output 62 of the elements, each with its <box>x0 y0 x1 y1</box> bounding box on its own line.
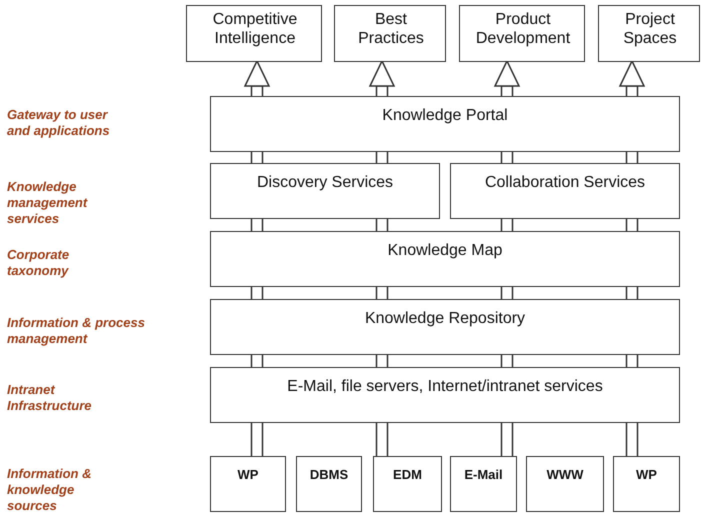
pipe-connector <box>376 421 388 458</box>
source-label: WWW <box>546 466 584 483</box>
layer-caption: Information & process management <box>7 315 146 347</box>
source-box <box>296 456 362 512</box>
layer-caption: Knowledge management services <box>7 179 89 227</box>
pipe-connector <box>376 353 388 369</box>
layer-box <box>210 299 680 355</box>
source-box <box>613 456 680 512</box>
pipe-connector <box>626 421 638 458</box>
box-label: Project Spaces <box>622 10 678 48</box>
layer-box <box>210 367 680 423</box>
layer-caption: Corporate taxonomy <box>7 247 70 279</box>
layer-box <box>210 231 680 287</box>
source-label: WP <box>236 466 260 483</box>
source-box <box>526 456 604 512</box>
pipe-connector <box>250 353 264 369</box>
layer-caption: Gateway to user and applications <box>7 107 111 139</box>
pipe-connector <box>250 217 264 233</box>
pipe-connector <box>376 285 388 301</box>
layer-box <box>210 96 680 152</box>
pipe-connector <box>500 217 514 233</box>
layer-caption: Information & knowledge sources <box>7 466 92 514</box>
target-box <box>186 5 322 62</box>
source-box <box>450 456 517 512</box>
pipe-connector <box>376 150 388 165</box>
block-arrow <box>369 60 395 98</box>
pipe-connector <box>376 217 388 233</box>
target-box <box>598 5 700 62</box>
pipe-connector <box>500 150 514 165</box>
pipe-connector <box>626 353 638 369</box>
source-box <box>210 456 286 512</box>
pipe-connector <box>626 217 638 233</box>
layer-label: Knowledge Repository <box>364 309 526 328</box>
pipe-connector <box>250 421 264 458</box>
layer-label: Collaboration Services <box>484 173 646 192</box>
source-box <box>373 456 442 512</box>
layer-label: Knowledge Portal <box>381 106 509 125</box>
target-box <box>334 5 446 62</box>
block-arrow <box>619 60 645 98</box>
block-arrow <box>244 60 270 98</box>
pipe-connector <box>500 285 514 301</box>
pipe-connector <box>500 353 514 369</box>
source-label: WP <box>635 466 658 483</box>
pipe-connector <box>626 150 638 165</box>
target-box <box>459 5 585 62</box>
layer-box <box>450 163 680 219</box>
pipe-connector <box>250 285 264 301</box>
source-label: DBMS <box>308 466 350 483</box>
layer-label: Knowledge Map <box>386 241 504 260</box>
source-label: EDM <box>392 466 423 483</box>
box-label: Best Practices <box>357 10 425 48</box>
layer-caption: Intranet Infrastructure <box>7 382 93 414</box>
layer-label: E-Mail, file servers, Internet/intranet services <box>286 377 604 396</box>
layer-box <box>210 163 440 219</box>
pipe-connector <box>500 421 514 458</box>
box-label: Product Development <box>474 10 572 48</box>
source-label: E-Mail <box>463 466 504 483</box>
layer-label: Discovery Services <box>256 173 394 192</box>
box-label: Competitive Intelligence <box>212 10 298 48</box>
block-arrow <box>494 60 520 98</box>
pipe-connector <box>626 285 638 301</box>
pipe-connector <box>250 150 264 165</box>
